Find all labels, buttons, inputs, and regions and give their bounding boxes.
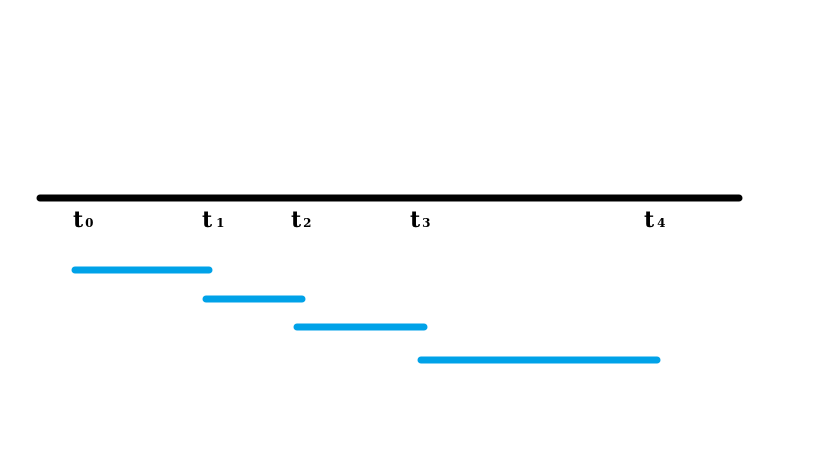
interval-bars bbox=[71, 266, 661, 364]
